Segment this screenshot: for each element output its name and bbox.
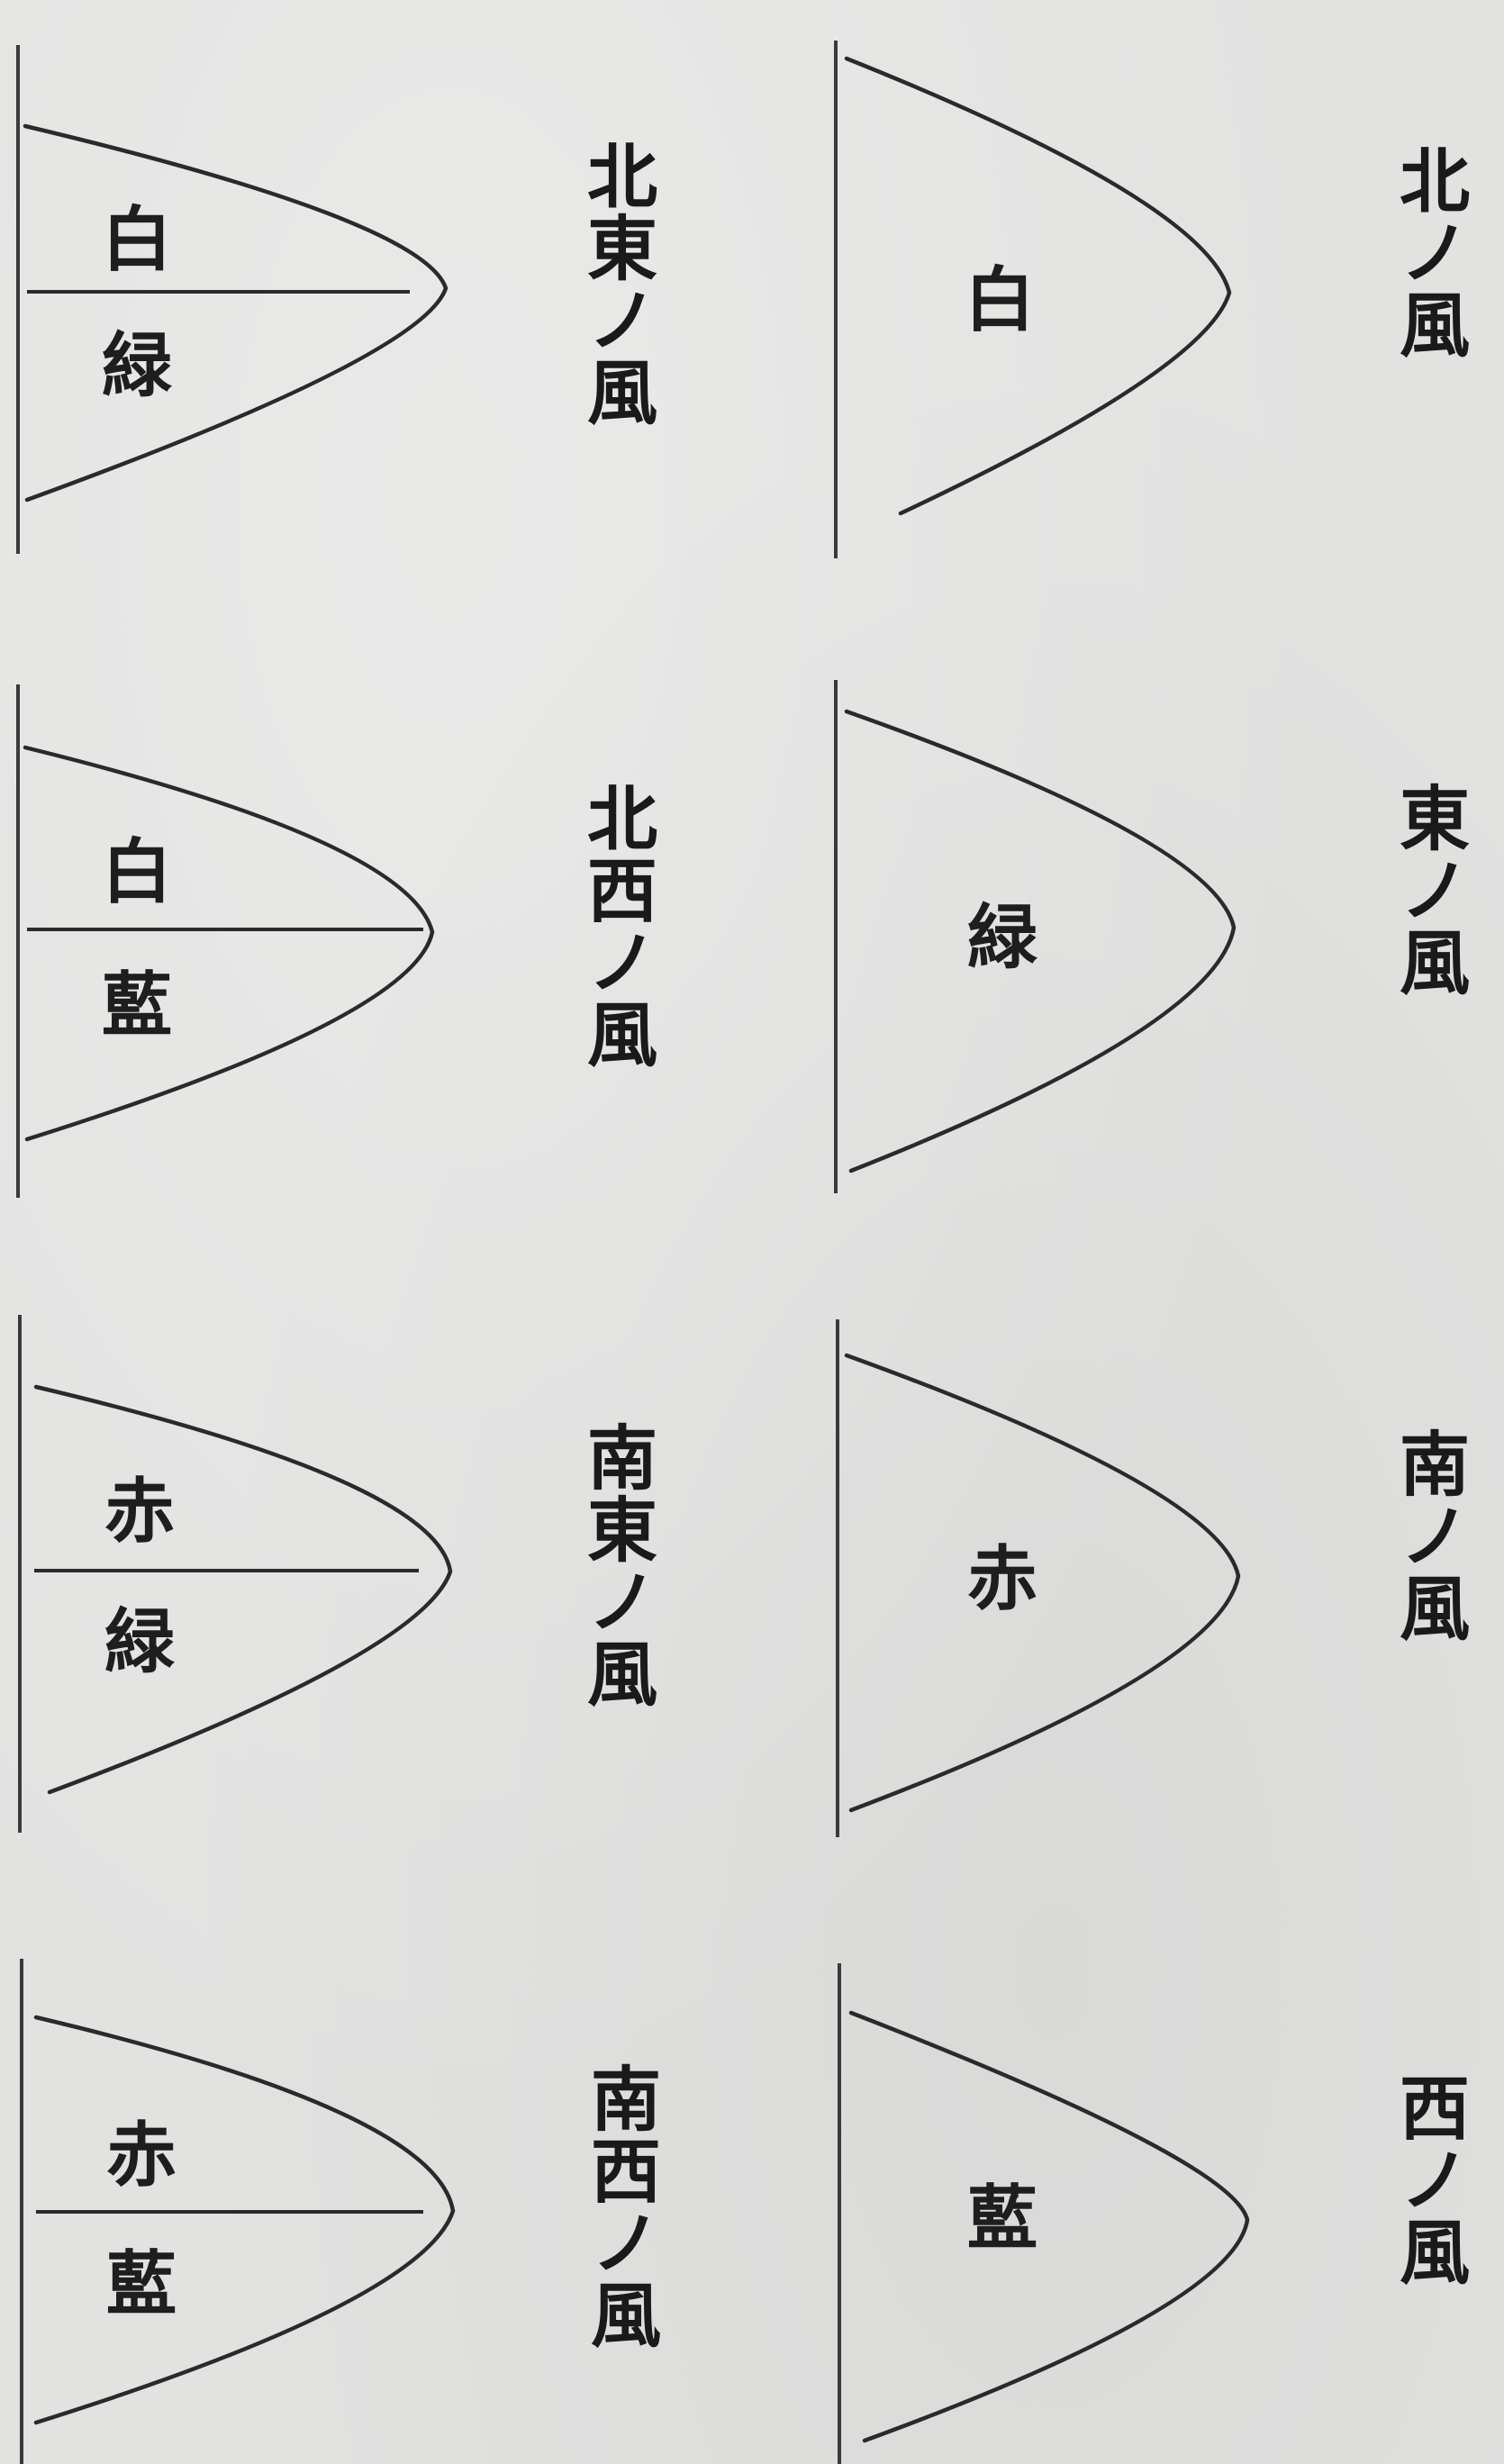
flag-color-label: 藍 bbox=[105, 2243, 177, 2325]
flag-north bbox=[834, 41, 1232, 558]
flag-caption: 南ノ風 bbox=[1388, 1427, 1470, 1644]
flag-south bbox=[836, 1319, 1241, 1837]
flag-color-label: 白 bbox=[964, 259, 1035, 341]
flag-color-label: 赤 bbox=[104, 1471, 175, 1553]
flag-southeast bbox=[18, 1315, 453, 1833]
flag-caption: 西ノ風 bbox=[1388, 2071, 1470, 2287]
flag-color-label: 白 bbox=[101, 831, 172, 913]
flag-southwest bbox=[20, 1959, 456, 2464]
pennant-outline bbox=[33, 2015, 456, 2425]
flag-caption: 北ノ風 bbox=[1388, 144, 1470, 360]
flag-northeast bbox=[16, 45, 448, 554]
pennant-outline bbox=[23, 123, 448, 503]
flag-east bbox=[834, 680, 1237, 1193]
flag-color-label: 緑 bbox=[101, 325, 172, 407]
pennant-outline bbox=[848, 2010, 1250, 2443]
flag-caption: 北東ノ風 bbox=[575, 140, 657, 428]
pennant-outline bbox=[23, 745, 435, 1142]
flag-color-label: 藍 bbox=[966, 2178, 1037, 2260]
flag-caption: 東ノ風 bbox=[1388, 782, 1470, 998]
flag-color-label: 藍 bbox=[101, 965, 172, 1046]
flag-color-label: 赤 bbox=[966, 1538, 1037, 1620]
flag-color-label: 緑 bbox=[966, 897, 1037, 979]
pennant-outline bbox=[33, 1384, 453, 1795]
flag-caption: 南西ノ風 bbox=[579, 2062, 661, 2351]
flag-color-label: 緑 bbox=[104, 1601, 175, 1683]
flag-caption: 北西ノ風 bbox=[575, 782, 657, 1070]
flag-color-label: 赤 bbox=[105, 2115, 177, 2197]
flag-northwest bbox=[16, 684, 435, 1198]
flag-caption: 南東ノ風 bbox=[575, 1421, 657, 1709]
pennant-outline bbox=[844, 56, 1232, 516]
pennant-outline bbox=[844, 1353, 1241, 1813]
flag-color-label: 白 bbox=[101, 199, 172, 281]
flag-west bbox=[838, 1963, 1250, 2464]
pennant-outline bbox=[844, 709, 1237, 1173]
